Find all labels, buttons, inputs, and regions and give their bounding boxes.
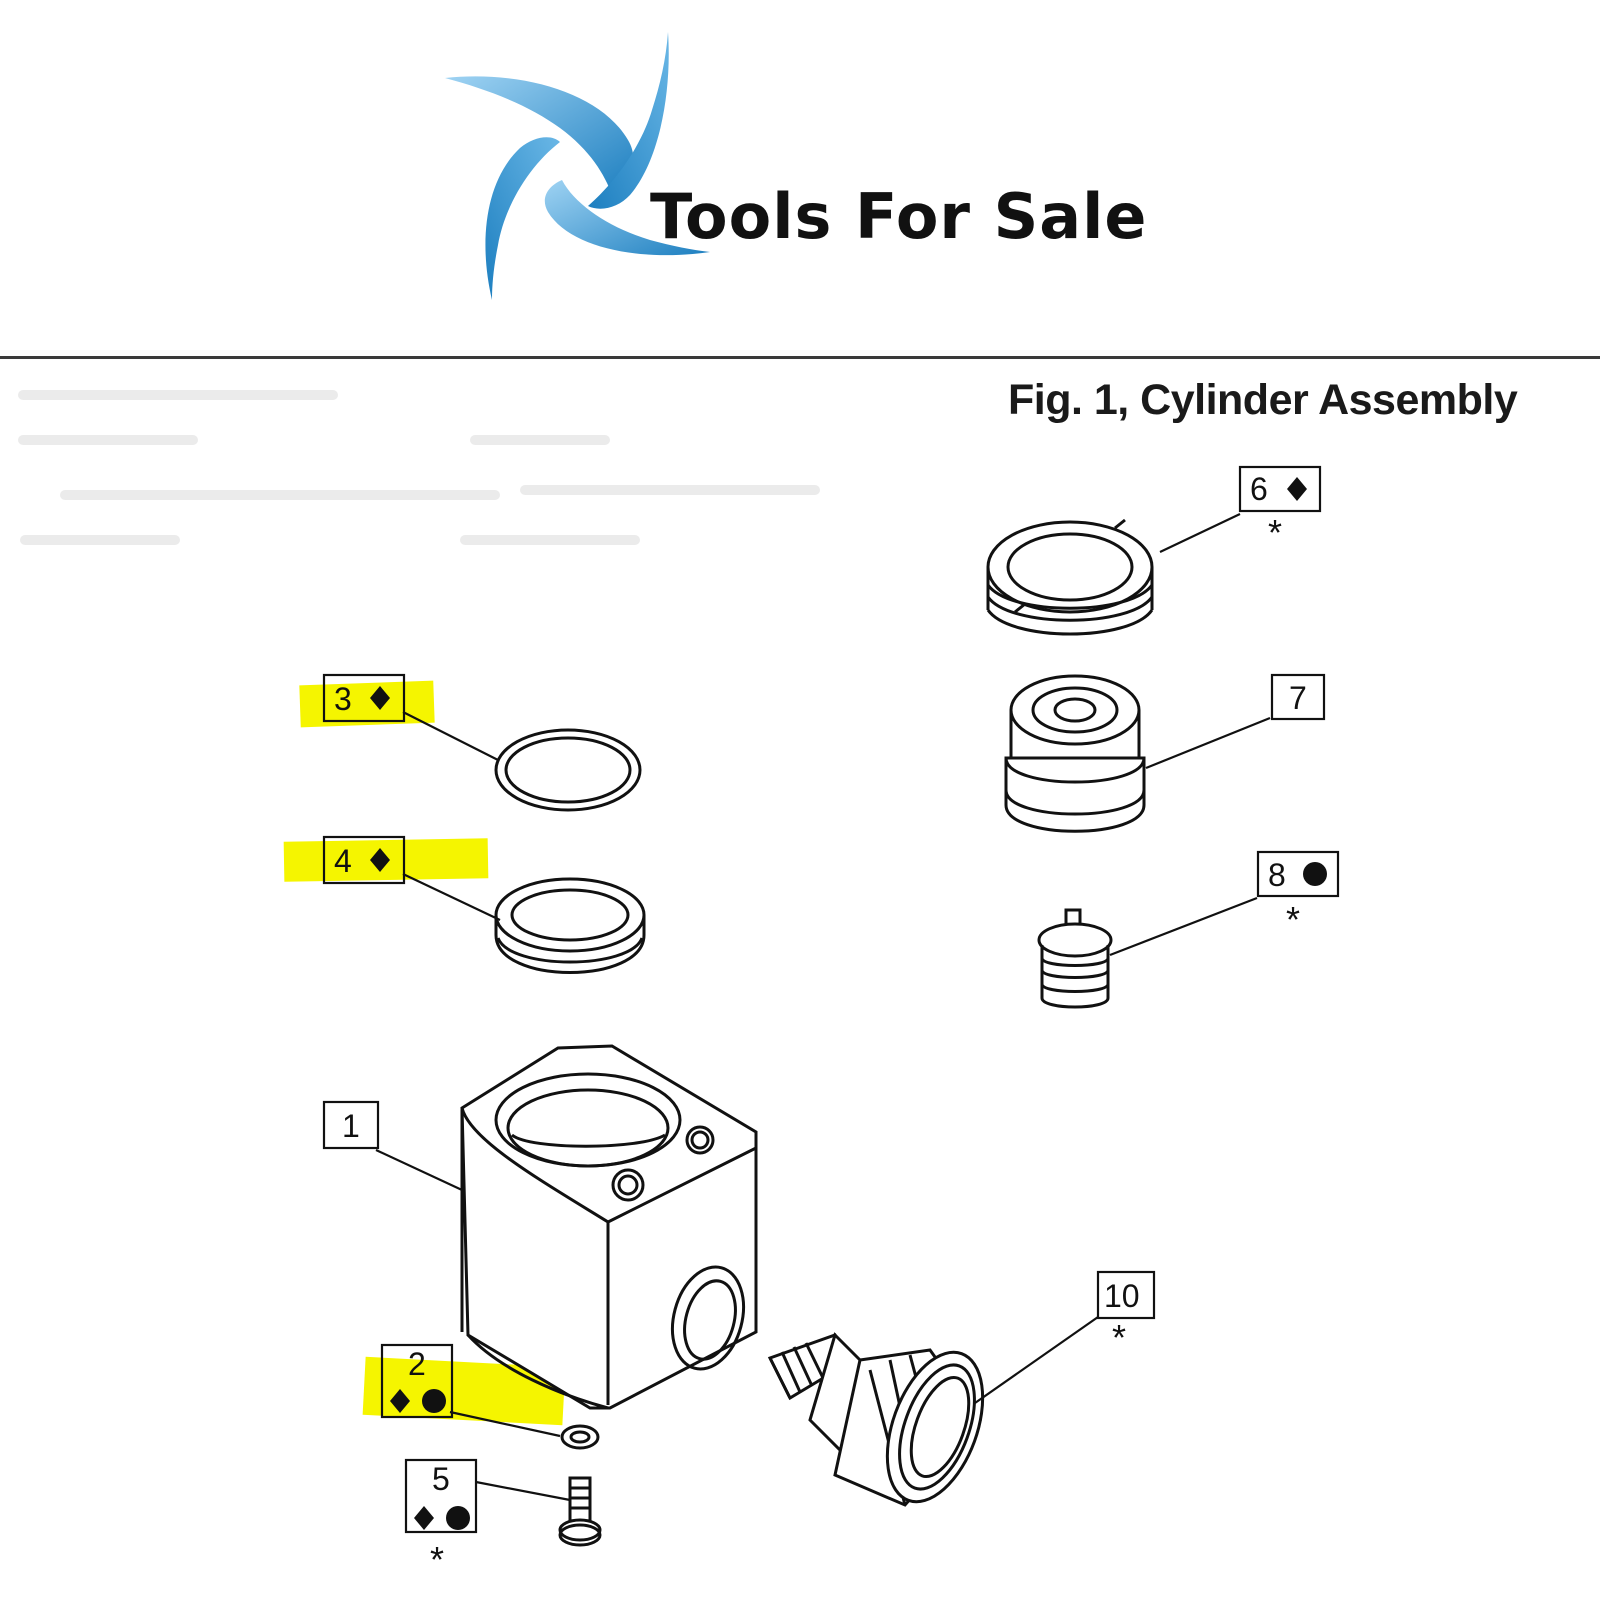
- part-3-o-ring: [494, 728, 642, 812]
- swirl-logo-icon: [445, 32, 710, 300]
- diamond-symbol: [1287, 477, 1307, 501]
- callout-1: 1: [322, 1100, 380, 1150]
- leader-lines: [375, 513, 1271, 1502]
- circle-symbol: [422, 1389, 446, 1413]
- part-8-valve: [1037, 908, 1113, 1009]
- brand-name: Tools For Sale: [650, 180, 1148, 253]
- asterisk-symbol: *: [1268, 512, 1282, 553]
- diamond-symbol: [370, 686, 390, 710]
- faded-background-text: [0, 385, 880, 565]
- part-10-coupler: [767, 1332, 985, 1507]
- diamond-symbol: [390, 1389, 410, 1413]
- callout-6-number: 6: [1250, 471, 1268, 507]
- callout-8-number: 8: [1268, 857, 1286, 893]
- callout-3: 3: [322, 673, 406, 723]
- callout-1-number: 1: [342, 1108, 360, 1144]
- callout-2-number: 2: [408, 1346, 426, 1382]
- circle-symbol: [1303, 862, 1327, 886]
- callout-5: 5 *: [404, 1458, 478, 1580]
- callout-10-number: 10: [1104, 1278, 1140, 1314]
- asterisk-symbol: *: [1286, 899, 1300, 940]
- callout-2: 2: [380, 1343, 454, 1419]
- diamond-symbol: [370, 848, 390, 872]
- callout-7-number: 7: [1289, 680, 1307, 716]
- part-5-screw: [558, 1476, 602, 1547]
- callout-4: 4: [322, 835, 406, 885]
- figure-title: Fig. 1, Cylinder Assembly: [1008, 376, 1518, 424]
- callout-5-number: 5: [432, 1461, 450, 1497]
- part-6-threaded-ring: [986, 518, 1154, 636]
- circle-symbol: [446, 1506, 470, 1530]
- callout-10: 10 *: [1096, 1270, 1156, 1358]
- asterisk-symbol: *: [1112, 1317, 1126, 1358]
- part-7-cylinder-cap: [1004, 674, 1146, 833]
- callout-6: 6 *: [1238, 465, 1322, 553]
- asterisk-symbol: *: [430, 1539, 444, 1580]
- header-divider: [0, 356, 1600, 359]
- callout-7: 7: [1270, 673, 1326, 721]
- callout-4-number: 4: [334, 843, 352, 879]
- diamond-symbol: [414, 1506, 434, 1530]
- part-4-seal: [494, 877, 646, 974]
- header: Tools For Sale: [0, 0, 1600, 357]
- part-2-washer: [560, 1424, 600, 1450]
- callout-8: 8 *: [1256, 850, 1340, 940]
- callout-3-number: 3: [334, 681, 352, 717]
- part-1-cylinder-body: [460, 1044, 758, 1410]
